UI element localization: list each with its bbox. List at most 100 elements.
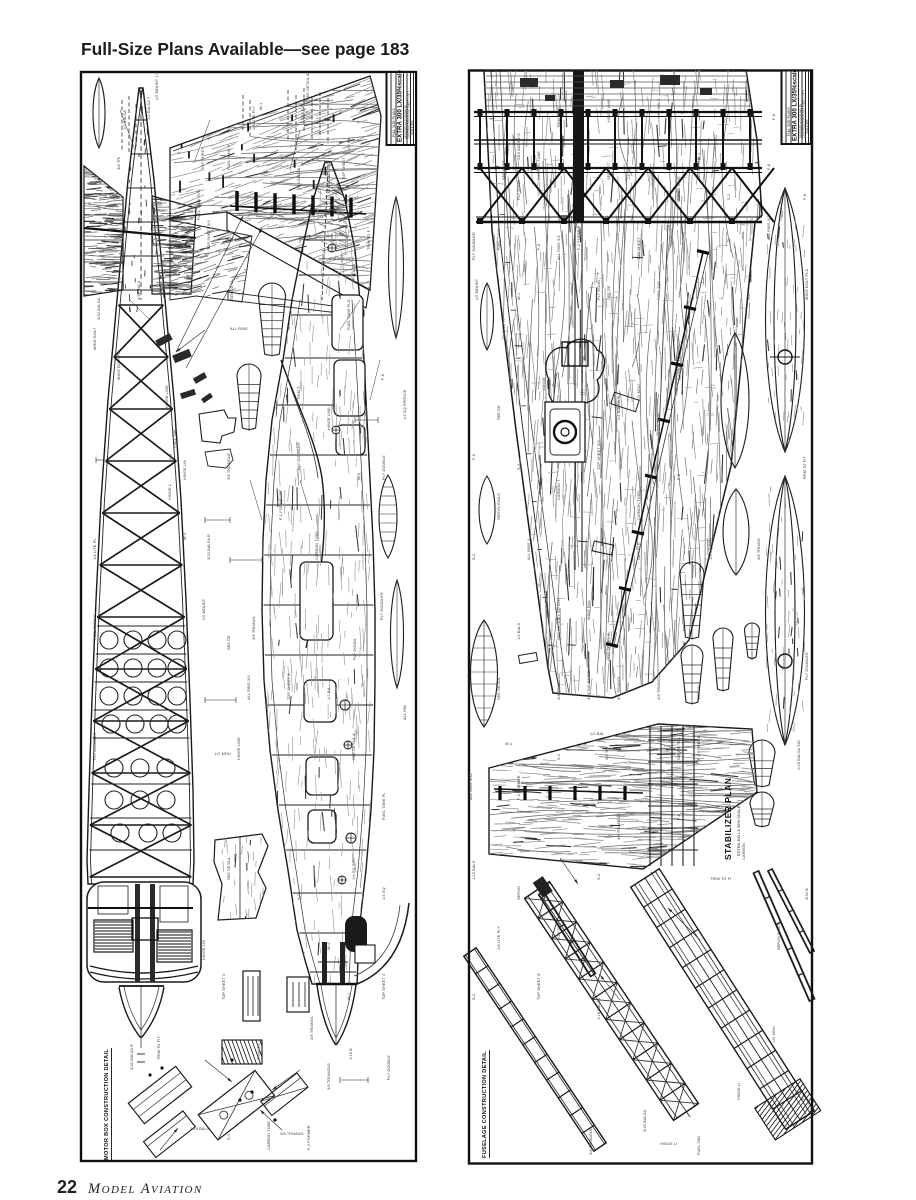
svg-text:1/4 SQ SPRUCE: 1/4 SQ SPRUCE [403,389,407,420]
svg-text:TOP SHEET 3/: TOP SHEET 3/ [537,972,541,1000]
svg-text:PLY DOUBLER: PLY DOUBLER [93,732,97,760]
svg-text:F-6: F-6 [802,1094,806,1100]
svg-text:1/4 SQ SPR: 1/4 SQ SPR [709,538,713,560]
svg-text:CARBON TUBE: CARBON TUBE [537,151,541,180]
svg-text:3/32 BALSA R: 3/32 BALSA R [207,534,211,560]
svg-text:LG MOU: LG MOU [637,384,641,400]
svg-text:SCALE 35%: SCALE 35% [805,119,809,134]
svg-text:PLY DOUB: PLY DOUB [517,180,521,200]
svg-text:3/8 TRIANGL: 3/8 TRIANGL [310,1016,314,1040]
svg-text:1/2 BAL: 1/2 BAL [590,732,605,736]
svg-text:F-2 FORMER: F-2 FORMER [330,257,355,261]
svg-text:TOP SHEET: TOP SHEET [637,237,641,260]
svg-text:ALL RIBS 3/32: ALL RIBS 3/32 [767,213,771,240]
svg-text:1/4 SQ: 1/4 SQ [627,167,631,180]
svg-text:3/8 TRIANGLE: 3/8 TRIANGLE [617,813,621,840]
svg-text:HINGE LINE: HINGE LINE [607,99,611,122]
svg-text:SEE DETA: SEE DETA [502,160,506,180]
svg-text:WING BOL: WING BOL [587,600,591,620]
svg-text:FUEL TANK FLO: FUEL TANK FLO [347,299,351,330]
svg-text:3/32 B: 3/32 B [805,888,809,900]
svg-text:PLY DOUBLER: PLY DOUBLER [805,652,809,680]
svg-text:WING BOLT PL: WING BOLT PL [117,352,121,380]
svg-text:S-2: S-2 [472,994,476,1000]
svg-text:ALL RIBS 3/3: ALL RIBS 3/3 [557,235,561,260]
svg-text:HINGE LIN: HINGE LIN [202,940,206,960]
svg-text:S-2: S-2 [207,134,211,140]
svg-text:F-2 FORMER: F-2 FORMER [577,225,581,250]
svg-text:FUEL TANK FLO: FUEL TANK FLO [197,189,201,220]
svg-text:PLY DOUBLE: PLY DOUBLE [382,455,386,480]
svg-text:FUSELAGE CONSTRUCTION DETAIL: FUSELAGE CONSTRUCTION DETAIL [482,1051,488,1158]
svg-text:SEE DETAIL: SEE DETAIL [227,857,231,880]
svg-text:EXTRA 300 LX 35% SCALE: EXTRA 300 LX 35% SCALE [736,805,741,856]
svg-text:3/32 BALSA RIB: 3/32 BALSA RIB [587,670,591,700]
svg-text:TOP SHEET 3: TOP SHEET 3 [222,974,226,1000]
svg-text:PLY DOUBLER: PLY DOUBLER [472,232,476,260]
svg-text:S-2: S-2 [297,894,301,900]
svg-text:SERVO RAILS: SERVO RAILS [777,923,781,950]
svg-text:HINGE LI: HINGE LI [660,1142,677,1146]
svg-text:FUEL TAN: FUEL TAN [697,1136,701,1155]
svg-text:S-2: S-2 [517,464,521,470]
svg-text:3/32 BALS: 3/32 BALS [657,98,661,118]
svg-text:SEE DETAIL: SEE DETAIL [677,737,681,760]
svg-text:1/4 SQ: 1/4 SQ [382,887,386,900]
svg-text:1/2 BA: 1/2 BA [327,687,331,700]
svg-text:3/32 BALSA: 3/32 BALSA [97,297,101,320]
svg-text:S-2: S-2 [472,554,476,560]
svg-text:S-2: S-2 [747,294,751,300]
svg-text:S-2: S-2 [557,754,561,760]
svg-text:TOP SHEET: TOP SHEET [201,147,205,170]
svg-text:PLY DOUBLE: PLY DOUBLE [387,1055,391,1080]
svg-text:1/8 LITE PL: 1/8 LITE PL [93,538,97,560]
svg-text:LG MOUNT 1/: LG MOUNT 1/ [327,173,331,200]
svg-text:PLY DOUBL: PLY DOUBL [353,638,357,660]
svg-text:ALL RIBS: ALL RIBS [230,327,248,331]
svg-text:PLY DOUBLER: PLY DOUBLER [380,592,384,620]
svg-text:TRIM TO FI: TRIM TO FI [557,107,561,128]
svg-text:3/32 BALSA: 3/32 BALSA [643,1109,647,1132]
svg-text:FUEL TANK F: FUEL TANK F [93,614,97,640]
svg-text:1/16 BALSA SI: 1/16 BALSA SI [657,413,661,440]
svg-text:FULL SIZE PLANS: FULL SIZE PLANS [392,108,396,137]
svg-text:F-6: F-6 [472,454,476,460]
svg-text:DESIGNED AND DRAWN BY: DESIGNED AND DRAWN BY [798,104,802,138]
svg-text:3/32 B: 3/32 B [527,608,531,620]
svg-text:HINGE LINE: HINGE LINE [327,407,331,430]
svg-text:TOP SHE: TOP SHE [557,922,561,940]
svg-text:TRIM TO: TRIM TO [257,1043,261,1060]
svg-text:ALL RIBS 3/3: ALL RIBS 3/3 [247,675,251,700]
svg-text:F-6: F-6 [677,474,681,480]
svg-text:W-1: W-1 [697,153,701,160]
svg-text:TOP SH: TOP SH [697,685,701,700]
svg-text:MOTOR BOX CONSTRUCTION DETAIL: MOTOR BOX CONSTRUCTION DETAIL [104,1049,110,1160]
svg-text:CARBON TUBE: CARBON TUBE [315,531,319,560]
svg-text:SEE DE: SEE DE [497,405,501,420]
svg-text:SEE DETAIL A: SEE DETAIL A [352,733,356,760]
svg-text:3/8 TRI: 3/8 TRI [605,747,609,760]
svg-text:WING BOLT: WING BOLT [93,327,97,350]
svg-text:FUEL TANK F: FUEL TANK F [227,144,231,170]
svg-text:1/4 SQ SPR: 1/4 SQ SPR [557,598,561,620]
svg-text:1/16 BALS: 1/16 BALS [190,1127,210,1131]
svg-text:1/16 BALS: 1/16 BALS [472,860,476,880]
svg-text:LG MOU: LG MOU [215,752,231,756]
svg-text:LG MOUNT 1/4: LG MOUNT 1/4 [155,72,159,100]
svg-text:HINGE LI: HINGE LI [737,1083,741,1100]
svg-text:3/8 TRIANGL: 3/8 TRIANGL [280,1132,304,1136]
svg-text:1/16 BALSA: 1/16 BALSA [597,997,601,1020]
svg-text:TOP SHEET: TOP SHEET [342,157,346,180]
svg-text:3/8 TRIANGL: 3/8 TRIANGL [617,676,621,700]
svg-text:3/8 TRIANGLE: 3/8 TRIANGLE [589,1128,593,1155]
svg-text:S-2: S-2 [727,194,731,200]
svg-text:1/4 SQ SPR: 1/4 SQ SPR [352,858,356,880]
svg-text:1/8 LITE PLY: 1/8 LITE PLY [252,106,256,130]
svg-text:CARBON TU: CARBON TU [677,356,681,380]
svg-text:W-1: W-1 [517,293,521,300]
svg-text:1/16 BALSA SI: 1/16 BALSA SI [517,133,521,160]
svg-text:TRIM TO FIT: TRIM TO FIT [157,1036,161,1060]
svg-text:1/2 BALSA TI: 1/2 BALSA TI [617,395,621,420]
svg-text:F-6: F-6 [803,194,807,200]
svg-text:CONSTRUCTION PLANS SHEET 1 OF: CONSTRUCTION PLANS SHEET 1 OF 2 [407,90,411,139]
